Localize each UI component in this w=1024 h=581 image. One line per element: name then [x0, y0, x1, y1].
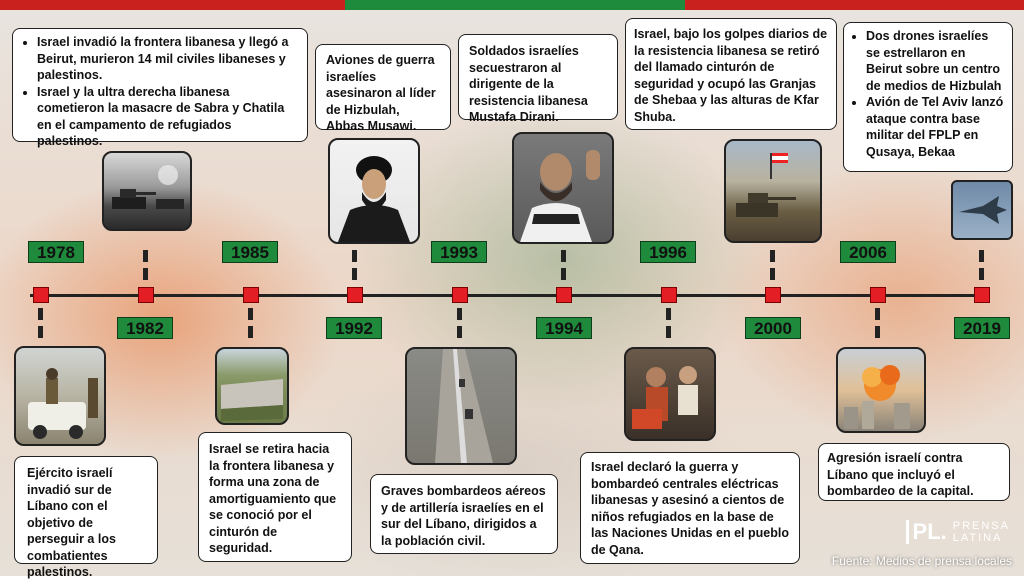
year-1985: 1985 [222, 241, 278, 263]
source-credit: Fuente: Medios de prensa locales [831, 554, 1012, 568]
connector-1993 [457, 308, 462, 342]
event-1992-text: Aviones de guerra israelíes asesinaron a… [326, 53, 436, 133]
photo-1993-road [405, 347, 517, 465]
event-1993-box: Graves bombardeos aéreos y de artillería… [370, 474, 558, 554]
event-1982-item-1: Israel invadió la frontera libanesa y ll… [37, 34, 297, 84]
node-1993 [452, 287, 468, 303]
node-1996 [661, 287, 677, 303]
node-2006 [870, 287, 886, 303]
node-1982 [138, 287, 154, 303]
photo-2019-jet [951, 180, 1013, 240]
year-1994: 1994 [536, 317, 592, 339]
node-1985 [243, 287, 259, 303]
connector-2019 [979, 250, 984, 284]
top-stripe-green [345, 0, 685, 10]
event-1994-box: Soldados israelíes secuestraron al dirig… [458, 34, 618, 124]
connector-2000 [770, 250, 775, 284]
year-1993: 1993 [431, 241, 487, 263]
tank-flag-icon [736, 153, 796, 217]
event-2006-text: Agresión israelí contra Líbano que inclu… [827, 451, 974, 498]
road-icon [435, 349, 493, 463]
photo-1994-dirani [512, 132, 614, 244]
logo-line-1: PRENSA [952, 520, 1010, 532]
photo-1992-musawi [328, 138, 420, 244]
event-2019-item-1: Dos drones israelíes se estrellaron en B… [866, 28, 1004, 94]
connector-1982 [143, 250, 148, 284]
photo-2000-tanks-flag [724, 139, 822, 243]
event-1985-text: Israel se retira hacia la frontera liban… [209, 442, 337, 555]
portrait-icon [338, 156, 410, 242]
connector-1996 [666, 308, 671, 342]
year-1982: 1982 [117, 317, 173, 339]
node-2019 [974, 287, 990, 303]
connector-2006 [875, 308, 880, 342]
connector-1994 [561, 250, 566, 284]
event-1982-box: Israel invadió la frontera libanesa y ll… [12, 28, 308, 148]
photo-1982-tanks [102, 151, 192, 231]
event-1978-text: Ejército israelí invadió sur de Líbano c… [27, 466, 116, 579]
timeline-axis [30, 294, 990, 297]
top-stripe-red-right [685, 0, 1024, 10]
photo-1996-qana [624, 347, 716, 441]
wall-icon [221, 379, 283, 421]
rescue-icon [632, 366, 698, 429]
connector-1985 [248, 308, 253, 342]
connector-1978 [38, 308, 43, 342]
prensa-latina-logo: PL. PRENSA LATINA [905, 520, 1010, 544]
photo-1985-wall [215, 347, 289, 425]
fighter-jet-icon [959, 196, 1007, 224]
photo-1978-soldiers-jeep [14, 346, 106, 446]
explosion-icon [844, 365, 910, 429]
logo-wordmark: PRENSA LATINA [953, 520, 1010, 544]
event-2000-text: Israel, bajo los golpes diarios de la re… [634, 27, 828, 124]
year-1992: 1992 [326, 317, 382, 339]
soldiers-icon [28, 368, 98, 439]
photo-2006-explosion [836, 347, 926, 433]
year-2006: 2006 [840, 241, 896, 263]
node-1978 [33, 287, 49, 303]
top-stripe-red-left [0, 0, 345, 10]
event-2006-box: Agresión israelí contra Líbano que inclu… [818, 443, 1010, 501]
event-1982-item-2: Israel y la ultra derecha libanesa comet… [37, 84, 297, 150]
logo-mark: PL. [905, 520, 947, 544]
event-1992-box: Aviones de guerra israelíes asesinaron a… [315, 44, 451, 133]
event-1985-box: Israel se retira hacia la frontera liban… [198, 432, 352, 562]
tank-silhouette-icon [112, 165, 184, 209]
event-2000-box: Israel, bajo los golpes diarios de la re… [625, 18, 837, 130]
year-2000: 2000 [745, 317, 801, 339]
event-2019-item-2: Avión de Tel Aviv lanzó ataque contra ba… [866, 94, 1004, 160]
year-1996: 1996 [640, 241, 696, 263]
event-1978-box: Ejército israelí invadió sur de Líbano c… [14, 456, 158, 579]
node-1994 [556, 287, 572, 303]
event-2019-box: Dos drones israelíes se estrellaron en B… [843, 22, 1013, 172]
event-1996-text: Israel declaró la guerra y bombardeó cen… [591, 460, 789, 557]
event-1993-text: Graves bombardeos aéreos y de artillería… [381, 484, 546, 548]
year-2019: 2019 [954, 317, 1010, 339]
node-2000 [765, 287, 781, 303]
event-1996-box: Israel declaró la guerra y bombardeó cen… [580, 452, 800, 564]
year-1978: 1978 [28, 241, 84, 263]
logo-line-2: LATINA [952, 532, 1003, 544]
node-1992 [347, 287, 363, 303]
event-1994-text: Soldados israelíes secuestraron al dirig… [469, 44, 588, 124]
portrait-icon [520, 150, 600, 242]
connector-1992 [352, 250, 357, 284]
